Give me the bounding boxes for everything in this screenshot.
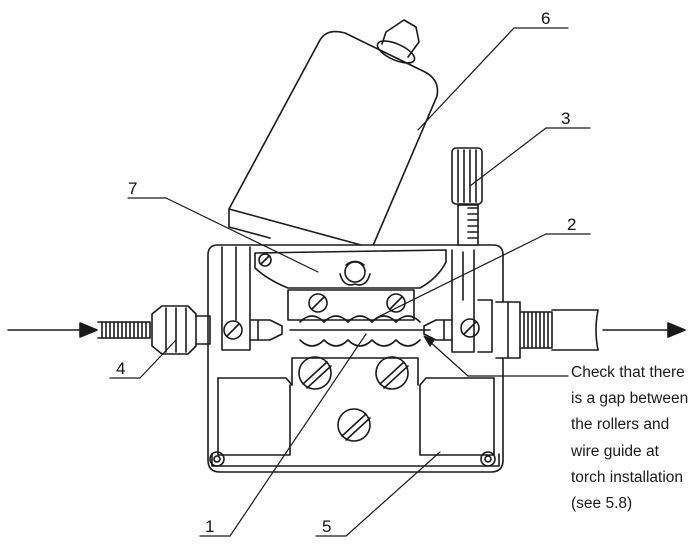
leader-lines	[109, 27, 591, 537]
motor-housing	[228, 19, 439, 253]
note-line: torch installation	[571, 468, 684, 486]
note-line: is a gap between	[571, 390, 689, 408]
wire-in-arrow	[7, 322, 98, 338]
note-line: the rollers and	[571, 416, 670, 434]
label-7: 7	[128, 179, 137, 198]
note-line: Check that there	[571, 364, 685, 381]
gap-check-note: Check that there is a gap between the ro…	[571, 360, 689, 517]
wire-out-arrow	[602, 322, 686, 338]
label-4: 4	[116, 359, 125, 378]
outlet-wire-guide	[423, 319, 453, 341]
rollers	[289, 315, 431, 347]
upper-roller-block	[287, 289, 415, 321]
lower-roller-screws	[298, 356, 409, 442]
inlet-knob	[97, 305, 211, 355]
pressure-arm	[254, 249, 447, 289]
outlet-connector	[495, 301, 599, 359]
tension-adjuster	[451, 147, 483, 246]
label-6: 6	[541, 9, 550, 28]
label-3: 3	[561, 109, 570, 128]
inlet-wire-guide	[249, 319, 283, 341]
label-1: 1	[205, 517, 214, 536]
label-5: 5	[322, 517, 331, 536]
right-lever	[451, 249, 493, 353]
note-line: (see 5.8)	[571, 495, 633, 513]
feeder-body	[207, 244, 504, 473]
left-lever	[221, 246, 251, 351]
note-line: wire guide at	[571, 442, 659, 460]
label-2: 2	[567, 215, 576, 234]
